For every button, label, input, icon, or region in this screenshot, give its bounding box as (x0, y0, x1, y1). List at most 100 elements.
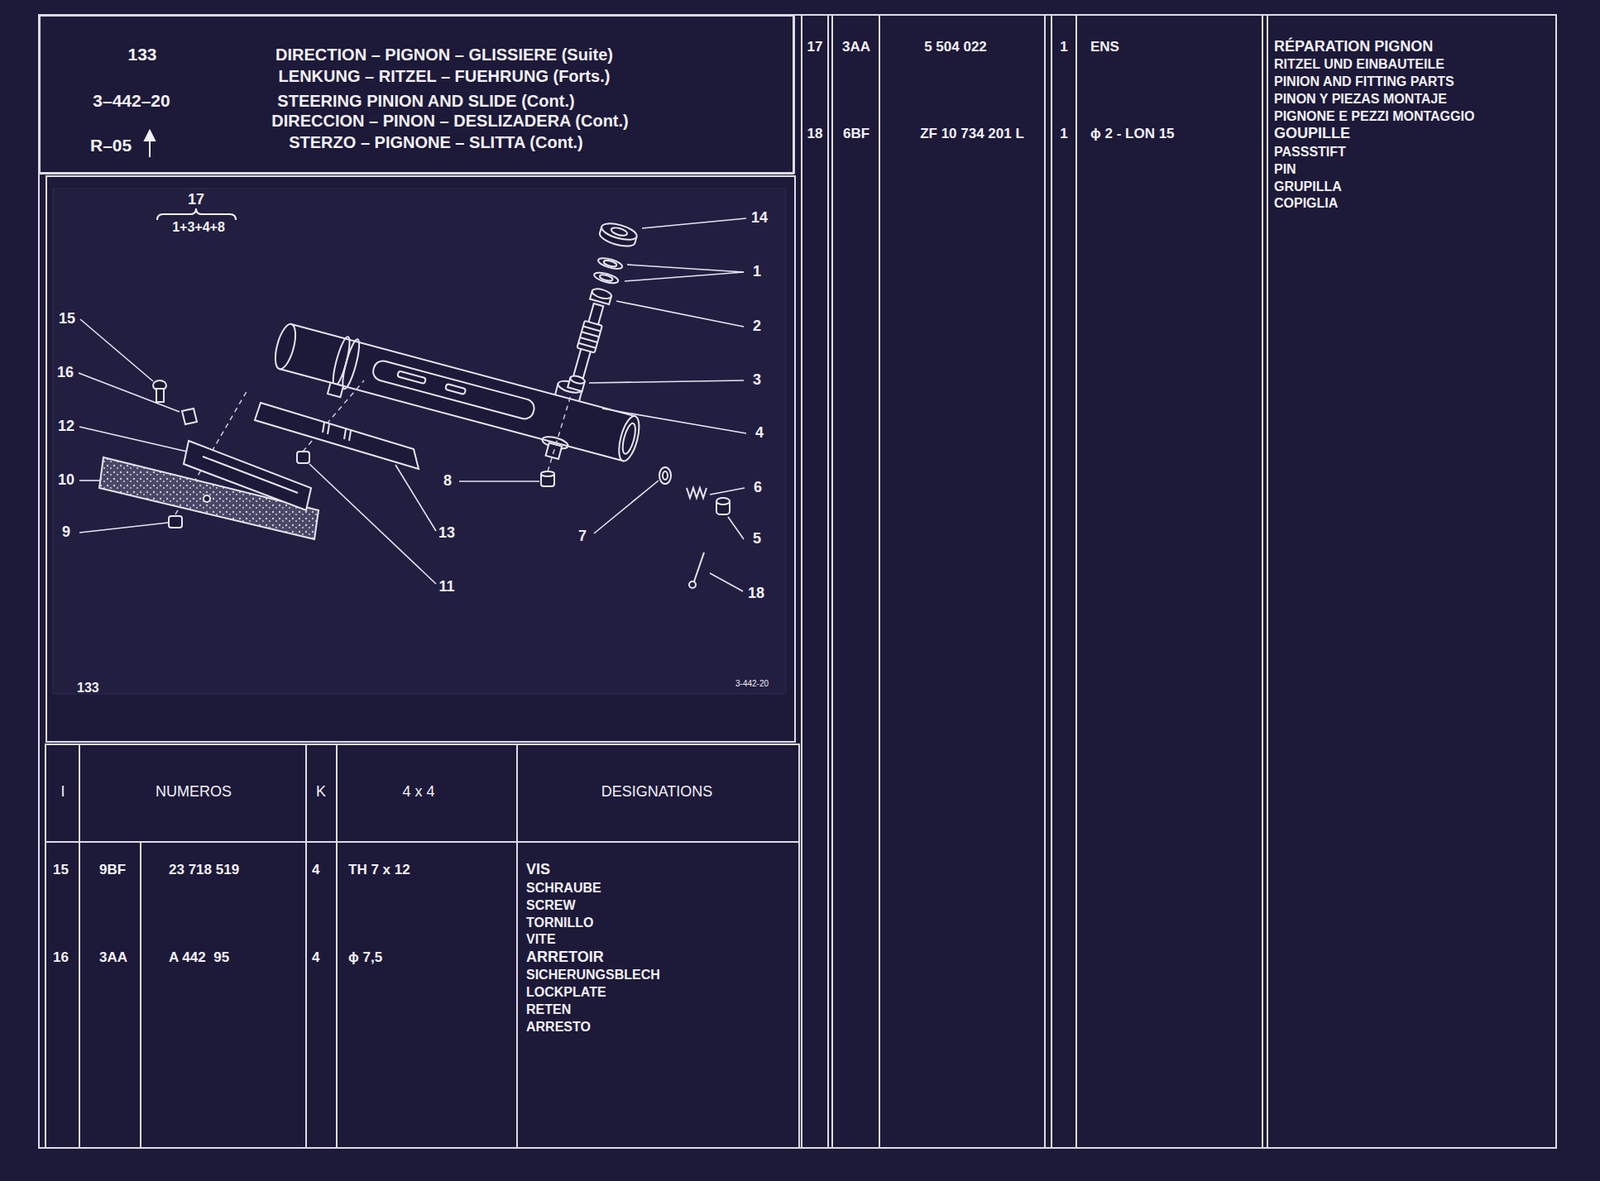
illustration-panel: 1333-442-20 (45, 175, 796, 743)
rack-housing (339, 338, 363, 391)
table-cell: 3AA (99, 950, 128, 967)
callout-number: 10 (57, 472, 75, 489)
rack-housing (620, 421, 638, 456)
table-cell: K (316, 784, 326, 801)
figure-code: 133 (76, 680, 100, 696)
frame-line (335, 744, 338, 1149)
leader-line (79, 426, 187, 452)
leader-line (459, 480, 540, 483)
table-cell: PIN (1274, 162, 1297, 178)
leader-line (78, 218, 747, 592)
callout-number: 5 (752, 531, 762, 548)
slide-parts (202, 456, 298, 494)
table-cell: SICHERUNGSBLECH (526, 967, 661, 983)
frame-line (38, 14, 1557, 1149)
frame-line (827, 14, 829, 1149)
table-cell: VITE (526, 932, 556, 948)
table-cell: 17 (807, 39, 824, 56)
table-cell: PINON Y PIEZAS MONTAJE (1274, 91, 1447, 107)
table-cell: 5 504 022 (924, 39, 987, 56)
callout-number: 13 (438, 525, 456, 542)
rack-housing (445, 383, 466, 395)
callout-number: 3 (752, 372, 762, 389)
slide-parts (168, 516, 183, 528)
callout-number: 18 (747, 585, 765, 603)
pinion-stack (569, 374, 585, 386)
table-cell: DESIGNATIONS (601, 784, 714, 801)
rack-housing (271, 321, 300, 371)
slide-parts (156, 388, 164, 403)
frame-line (1075, 14, 1078, 1149)
callout-number: 16 (57, 364, 74, 382)
page-title: DIRECCION – PINON – DESLIZADERA (Cont.) (271, 111, 629, 130)
leader-line (80, 319, 154, 382)
frame-line (516, 744, 518, 1149)
callout-number: 4 (755, 425, 764, 442)
leader-line (624, 272, 744, 282)
table-cell: ARRETOIR (526, 949, 604, 967)
table-cell: 3AA (842, 39, 871, 56)
pinion-stack (597, 256, 624, 272)
rack-housing (267, 306, 647, 478)
leader-line (594, 480, 659, 534)
table-cell: 6BF (843, 126, 870, 143)
frame-line (305, 744, 307, 1149)
callout-number: 1+3+4+8 (172, 220, 226, 235)
pinion-stack (573, 303, 604, 380)
pinion-stack (557, 220, 639, 394)
slide-parts (686, 488, 707, 499)
table-cell: GRUPILLA (1274, 179, 1342, 195)
leader-line (79, 479, 101, 482)
table-cell: NUMEROS (155, 784, 232, 801)
callout-number: 2 (752, 318, 762, 336)
page-title: DIRECTION – PIGNON – GLISSIERE (Suite) (275, 45, 614, 64)
page-title: LENKUNG – RITZEL – FUEHRUNG (Forts.) (278, 67, 611, 86)
table-cell: 1 (1059, 126, 1068, 143)
table-cell: 1 (1059, 39, 1068, 56)
pinion-stack (603, 259, 618, 269)
frame-line (139, 842, 142, 1149)
leader-line (79, 522, 168, 533)
table-cell: VIS (526, 862, 551, 879)
callout-number: 12 (57, 418, 75, 436)
leader-line (602, 408, 747, 434)
pinion-stack (593, 270, 620, 286)
callout-number: 14 (751, 210, 768, 227)
pinion-stack (610, 226, 628, 238)
frame-line (1266, 14, 1269, 1149)
frame-line (78, 744, 81, 1149)
dashed-axis (547, 395, 571, 472)
callout-number: 17 (187, 191, 205, 209)
slide-parts (694, 552, 705, 582)
leader-line (627, 264, 744, 273)
table-cell: LOCKPLATE (526, 985, 607, 1001)
table-cell: ARRESTO (526, 1020, 591, 1035)
table-cell: ϕ 2 - LON 15 (1090, 126, 1175, 143)
rack-housing (614, 414, 643, 464)
leader-line (78, 373, 180, 412)
table-cell: PIGNONE E PEZZI MONTAGGIO (1274, 109, 1475, 125)
frame-line (1044, 14, 1046, 1149)
table-cell: 23 718 519 (168, 862, 240, 879)
frame-line (878, 14, 881, 1149)
table-cell: 16 (52, 950, 69, 967)
table-cell: 4 (311, 950, 320, 967)
rack-housing (397, 370, 427, 384)
frame-line (38, 14, 1557, 1149)
page-title: STERZO – PIGNONE – SLITTA (Cont.) (288, 133, 584, 152)
table-cell: SCREW (526, 898, 576, 914)
page-code: 133 (127, 44, 157, 64)
leader-line (709, 488, 745, 495)
rack-housing (327, 383, 344, 398)
frame-line (831, 14, 834, 1149)
slide-parts (203, 495, 211, 503)
table-cell: TORNILLO (526, 915, 594, 931)
photo-ground (52, 188, 786, 695)
table-cell: 4 x 4 (402, 784, 435, 801)
slide-parts (689, 581, 696, 589)
rack-housing (371, 359, 537, 422)
frame-line (1050, 14, 1053, 1149)
brace (157, 208, 236, 221)
